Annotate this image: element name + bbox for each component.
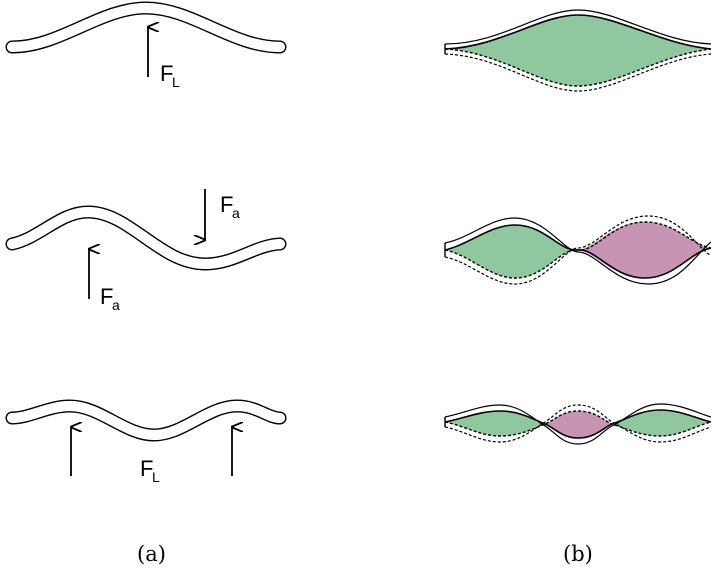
svg-text:F: F [220,192,233,217]
panel-b: (b) [444,9,711,566]
beam-mode-3 [5,399,287,442]
beam-mode-1 [5,1,287,54]
svg-text:L: L [152,469,160,485]
axial-force-label-top: F a [220,192,240,221]
mode-1-envelope [444,9,711,92]
beam-mode-2 [5,205,287,271]
svg-text:a: a [112,297,120,313]
lift-force-label-mode-3: F L [140,456,160,485]
mode-2-envelope [444,215,711,285]
svg-text:a: a [232,205,240,221]
panel-a: F L F a F a [5,1,287,566]
mode-3-envelope [444,403,711,445]
lift-force-label: F L [160,61,180,90]
svg-text:F: F [140,456,153,481]
panel-a-caption: (a) [137,542,166,566]
svg-text:F: F [160,61,173,86]
svg-text:F: F [100,284,113,309]
axial-force-label-bottom: F a [100,284,120,313]
panel-b-caption: (b) [563,542,593,566]
svg-text:L: L [172,74,180,90]
